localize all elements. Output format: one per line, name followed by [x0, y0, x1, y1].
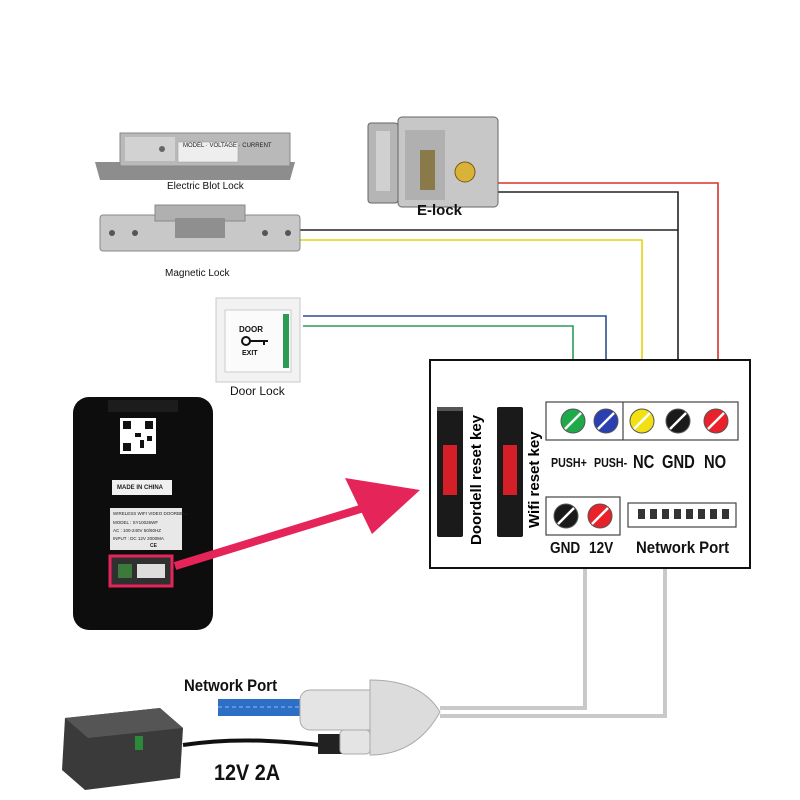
terminal-label-nc: NC: [633, 452, 655, 472]
doorbell-ac: AC : 100-240V 50/60HZ: [113, 528, 162, 533]
magnetic-lock-label: Magnetic Lock: [165, 268, 230, 279]
electric-bolt-lock-label: Electric Blot Lock: [167, 181, 244, 192]
wire-black-gnd: [498, 191, 679, 412]
terminal-screw-push: [593, 408, 619, 434]
wire-red-no: [498, 182, 719, 412]
elock-label: E-lock: [417, 202, 463, 219]
terminal-label-push: PUSH-: [594, 455, 628, 470]
cable-network-gray: [440, 568, 667, 718]
bolt-lock-plate-text: MODEL · VOLTAGE · CURRENT: [183, 143, 272, 149]
wifi-reset-key-label: Wifi reset key: [526, 431, 543, 528]
terminal-label-push: PUSH+: [551, 455, 587, 470]
dc-cable: [182, 738, 321, 747]
wifi-reset-key[interactable]: [497, 407, 523, 537]
power-screw-gnd: [553, 503, 579, 529]
indicator-arrow: [173, 478, 420, 570]
magnetic-lock-image: [99, 204, 301, 252]
power-screw-12v: [587, 503, 613, 529]
made-in-label: MADE IN CHINA: [117, 485, 163, 491]
power-12v-label: 12V: [589, 540, 614, 557]
doorbell-ce: CE: [150, 543, 157, 549]
terminal-screw-nc: [629, 408, 655, 434]
terminal-label-no: NO: [704, 452, 727, 472]
doorbell-input: INPUT : DC 12V 2000MA: [113, 536, 164, 541]
elock-image: [367, 116, 499, 208]
doorbell-reset-key[interactable]: [437, 407, 463, 537]
doorbell-model: MODEL : SY10026WF: [113, 520, 159, 525]
electric-bolt-lock-image: [95, 132, 295, 180]
terminal-screw-gnd: [665, 408, 691, 434]
terminal-screw-push: [560, 408, 586, 434]
network-port-cable-label: Network Port: [184, 676, 278, 695]
cable-power-gray: [440, 568, 587, 710]
door-lock-label: Door Lock: [230, 384, 285, 398]
network-port-board-label: Network Port: [636, 538, 730, 557]
door-button-bottom-text: EXIT: [242, 350, 258, 357]
doorbell-plate-title: WIRELESS WIFI VIDEO DOORBELL: [113, 511, 189, 516]
network-port: [627, 502, 737, 528]
power-gnd-label: GND: [550, 540, 581, 557]
door-exit-button: [215, 297, 301, 383]
key-icon: [241, 336, 268, 346]
wire-yellow-nc: [300, 239, 643, 412]
doorbell-reset-key-label: Doordell reset key: [468, 414, 485, 545]
doorbell-back-image: [73, 397, 213, 630]
terminal-screw-no: [703, 408, 729, 434]
cable-splitter: [299, 679, 441, 756]
door-button-top-text: DOOR: [239, 325, 263, 334]
terminal-label-gnd: GND: [662, 452, 695, 472]
power-adapter-image: [62, 708, 183, 790]
power-adapter-label: 12V 2A: [214, 760, 281, 785]
